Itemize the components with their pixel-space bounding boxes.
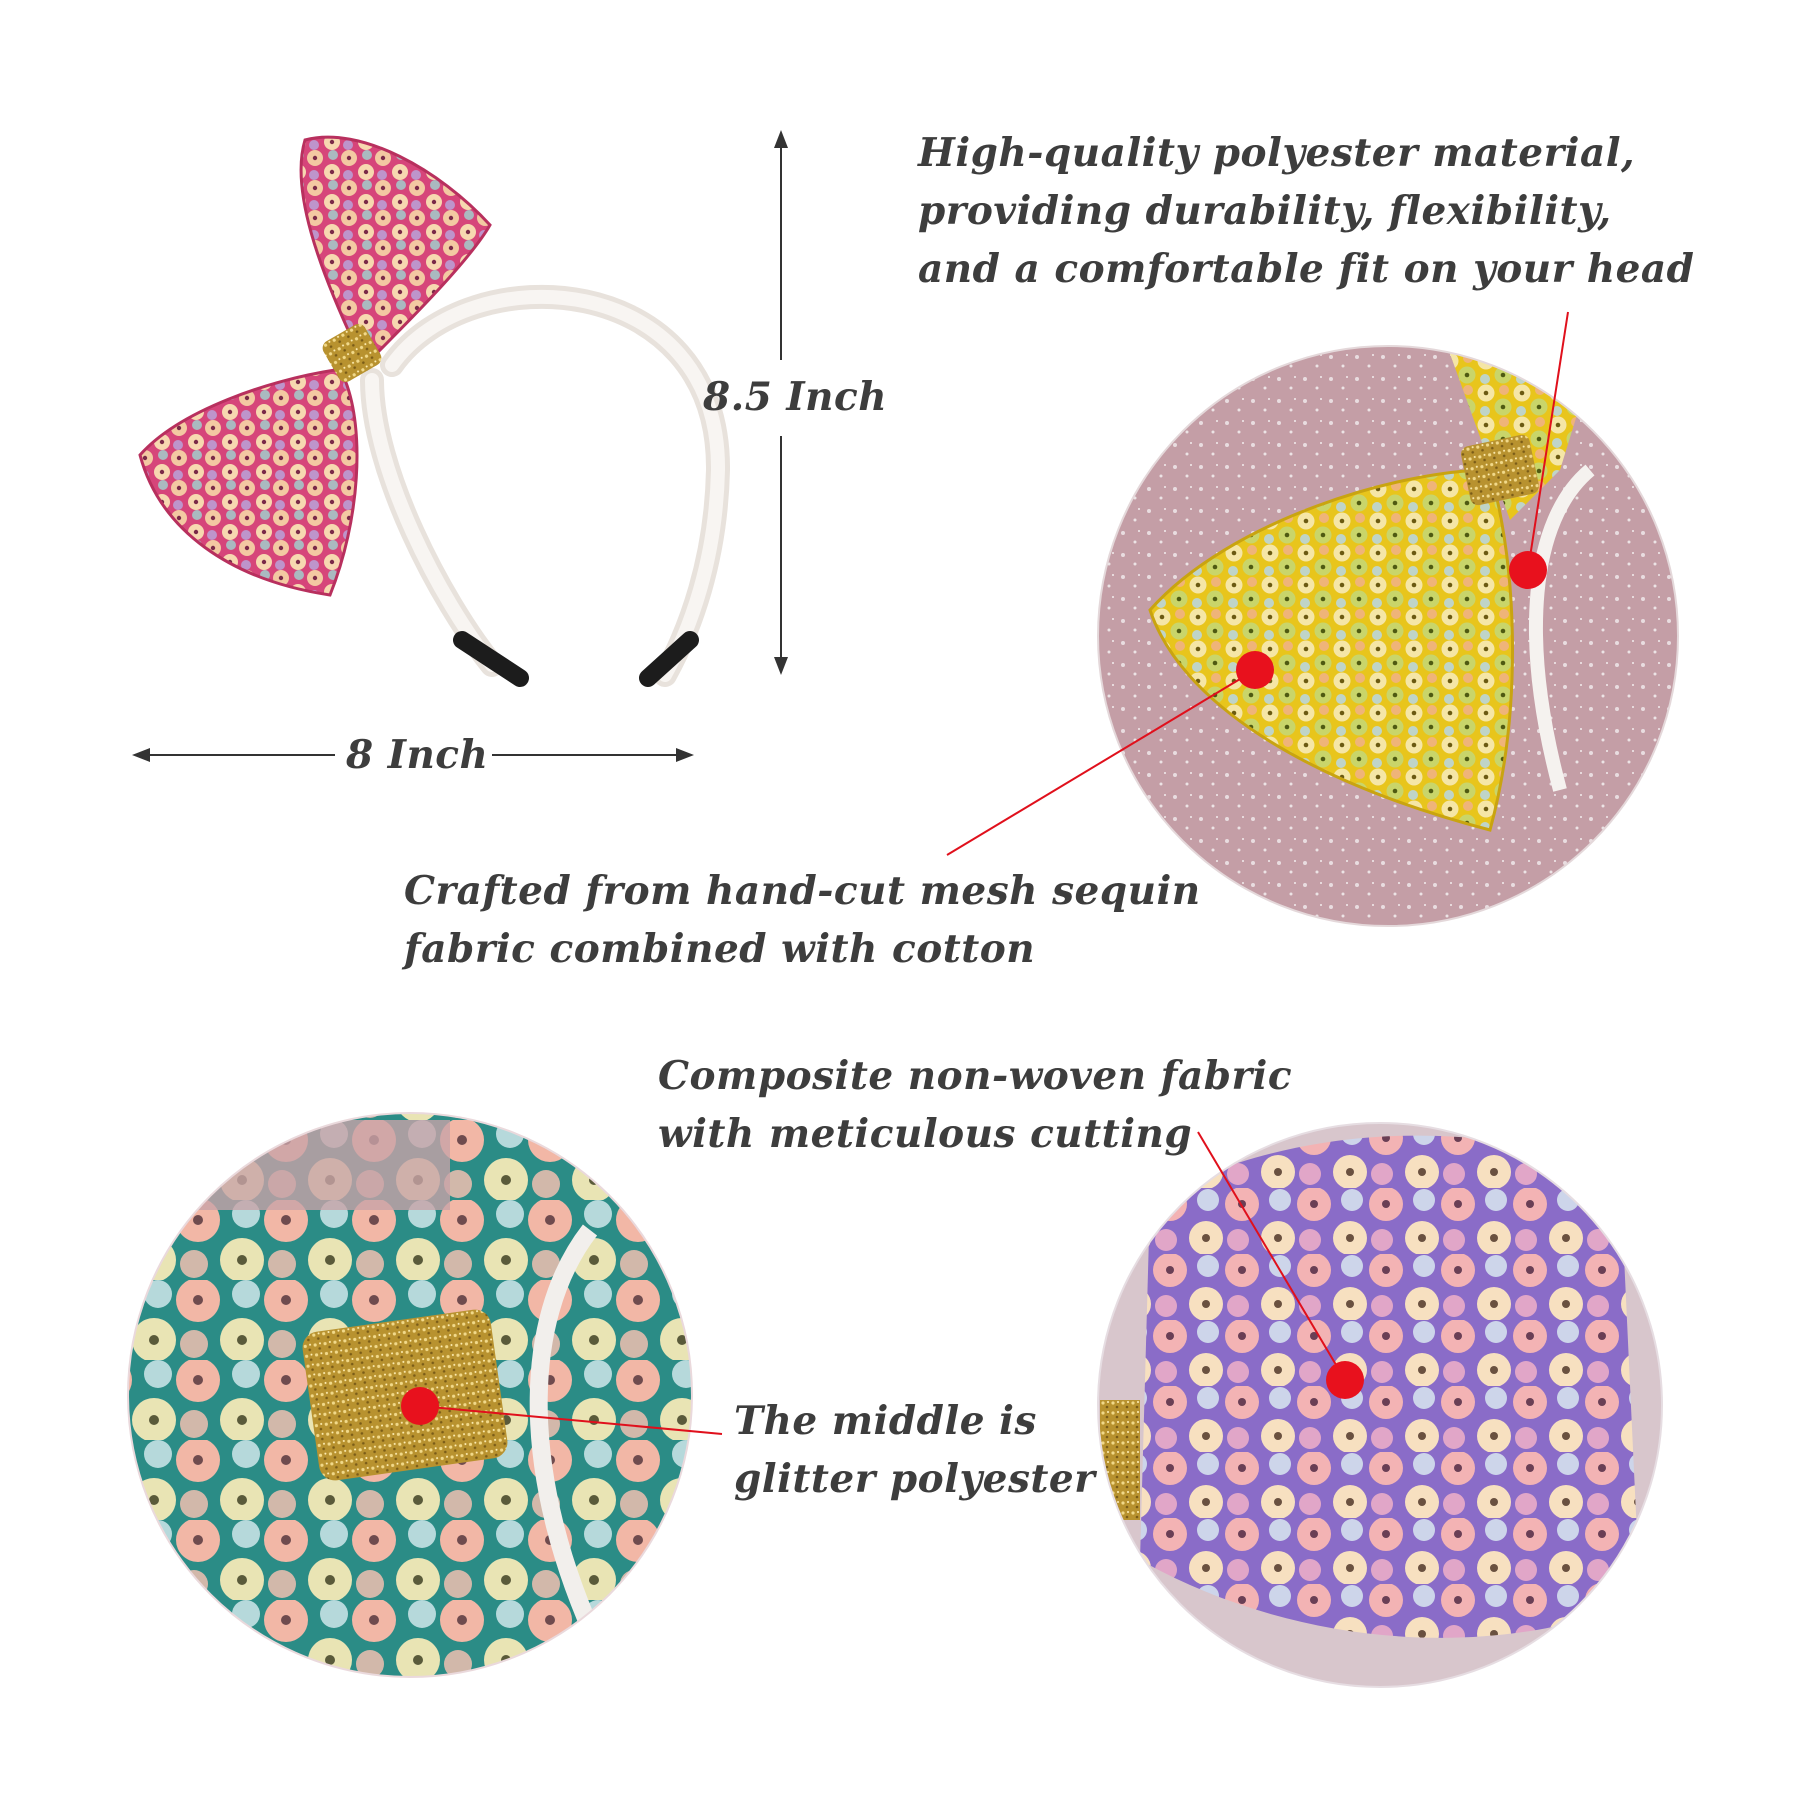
caption-line: fabric combined with cotton <box>404 926 1036 972</box>
height-label: 8.5 Inch <box>703 374 888 420</box>
caption-line: providing durability, flexibility, <box>918 188 1612 234</box>
headband-product-image <box>138 135 731 687</box>
caption-line: The middle is <box>734 1398 1037 1444</box>
glitter-middle-caption: The middle is glitter polyester <box>734 1392 1095 1508</box>
purple-bow-detail-photo <box>1098 1123 1662 1687</box>
caption-line: Crafted from hand-cut mesh sequin <box>404 868 1201 914</box>
yellow-bow-detail-photo <box>1098 346 1678 926</box>
arrow-left-icon <box>132 748 150 762</box>
callout-dot-icon <box>1236 651 1274 689</box>
width-label: 8 Inch <box>346 732 489 778</box>
caption-line: Composite non-woven fabric <box>658 1053 1293 1099</box>
callout-dot-icon <box>401 1387 439 1425</box>
polyester-material-caption: High-quality polyester material, providi… <box>918 124 1694 298</box>
callout-dot-icon <box>1326 1361 1364 1399</box>
arrow-right-icon <box>676 748 694 762</box>
nonwoven-fabric-caption: Composite non-woven fabric with meticulo… <box>658 1047 1292 1163</box>
width-dimension-arrow <box>132 748 694 762</box>
callout-dot-icon <box>1509 551 1547 589</box>
caption-line: with meticulous cutting <box>658 1111 1193 1157</box>
caption-line: High-quality polyester material, <box>918 130 1636 176</box>
arrow-up-icon <box>774 130 788 148</box>
caption-line: and a comfortable fit on your head <box>918 246 1695 292</box>
arrow-down-icon <box>774 657 788 675</box>
callout-sequin <box>946 651 1274 856</box>
callout-middle <box>401 1387 723 1435</box>
callout-polyester <box>1509 311 1569 589</box>
callout-nonwoven <box>1197 1131 1364 1399</box>
sequin-fabric-caption: Crafted from hand-cut mesh sequin fabric… <box>404 862 1201 978</box>
height-dimension-arrow <box>774 130 788 675</box>
caption-line: glitter polyester <box>734 1456 1096 1502</box>
